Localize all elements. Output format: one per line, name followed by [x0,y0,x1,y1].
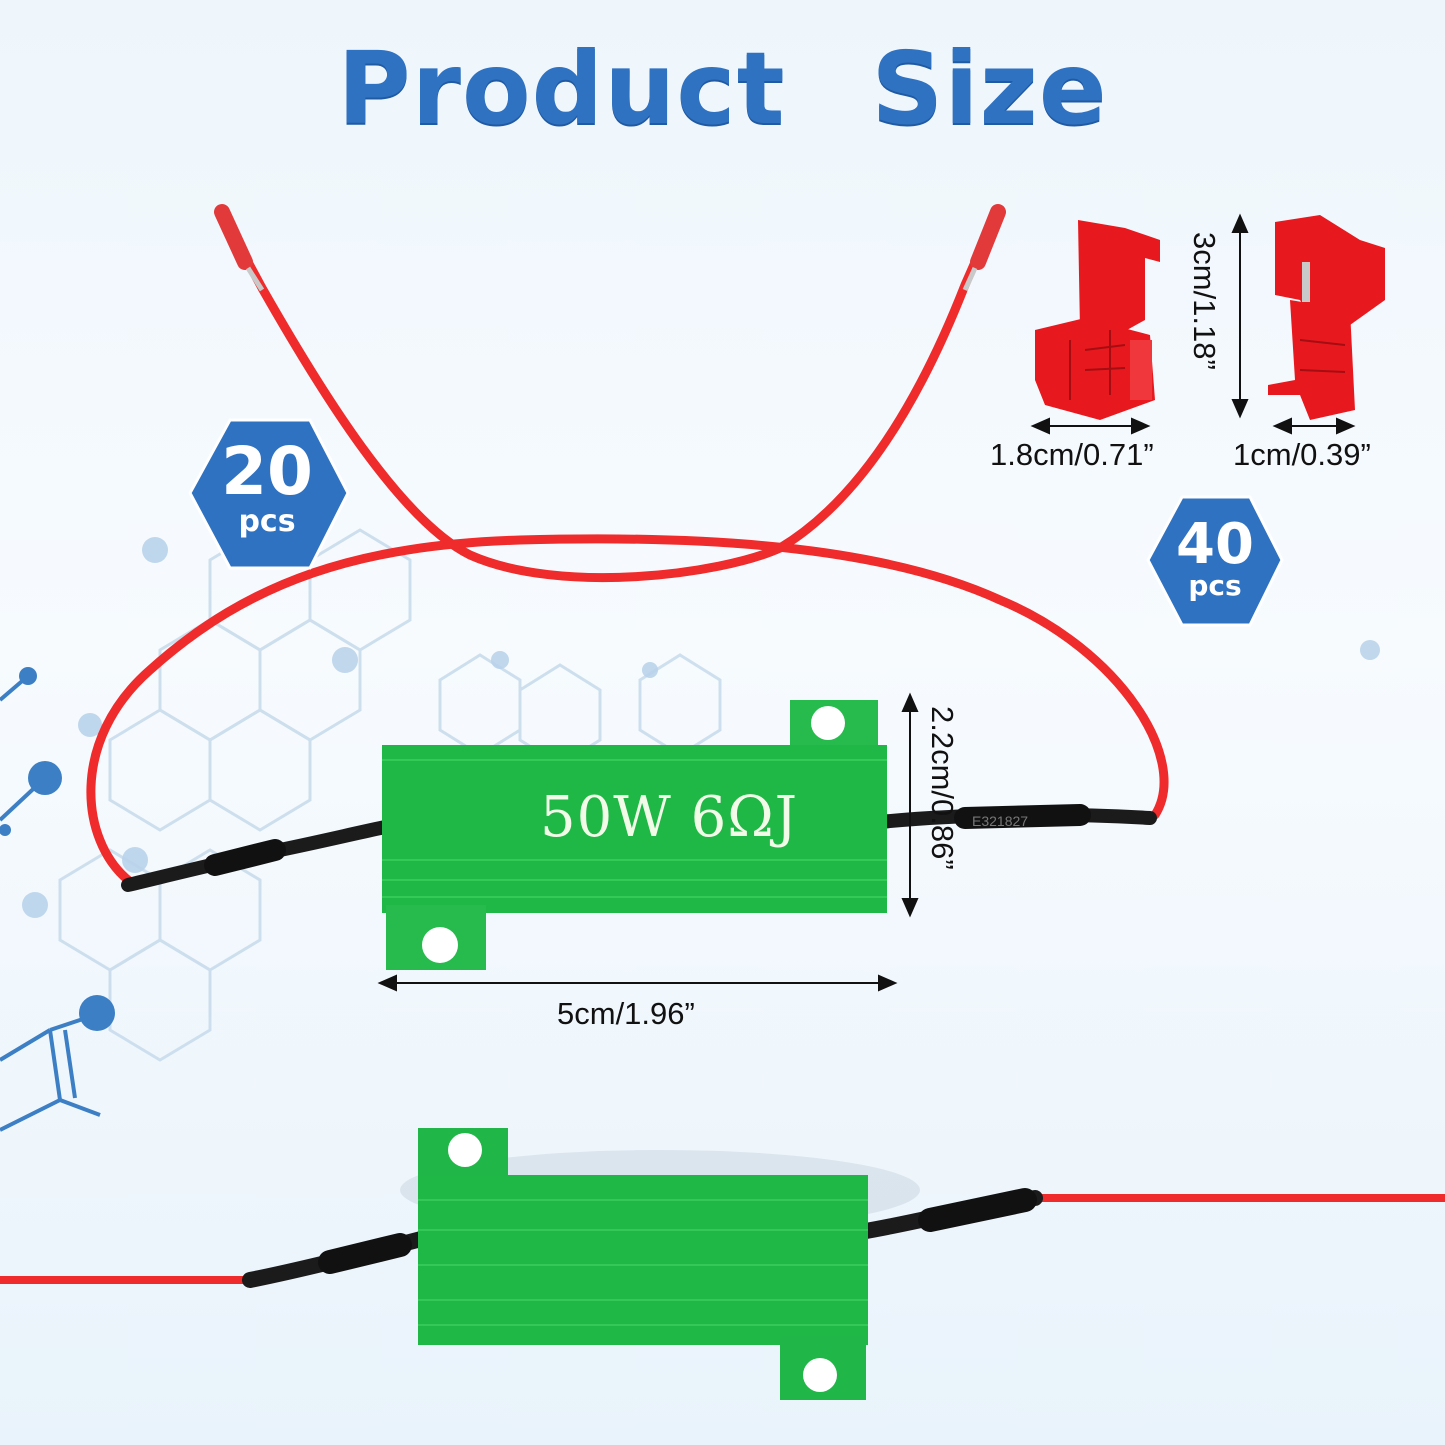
connector-width-label-right: 1cm/0.39” [1233,437,1371,472]
connector-width-label-left: 1.8cm/0.71” [990,437,1154,472]
mounting-hole-icon [422,927,458,963]
resistor-marking: 50W 6ΩJ [540,785,799,850]
connector-right [1268,215,1385,420]
hexagon-badge-icon [188,418,350,570]
badge-unit-20: pcs [238,504,296,539]
page-title: Product Size [337,30,1108,147]
badge-count-40: 40 [1176,512,1254,577]
connector-left [1035,220,1160,420]
mounting-hole-icon [811,706,845,740]
mounting-hole-icon [448,1133,482,1167]
cable-print: E321827 [972,813,1028,829]
mounting-hole-icon [803,1358,837,1392]
hexagon-badge-icon [1146,495,1284,627]
resistor-width-label: 5cm/1.96” [557,996,695,1031]
badge-count-20: 20 [221,433,313,510]
badge-unit-40: pcs [1188,569,1242,602]
